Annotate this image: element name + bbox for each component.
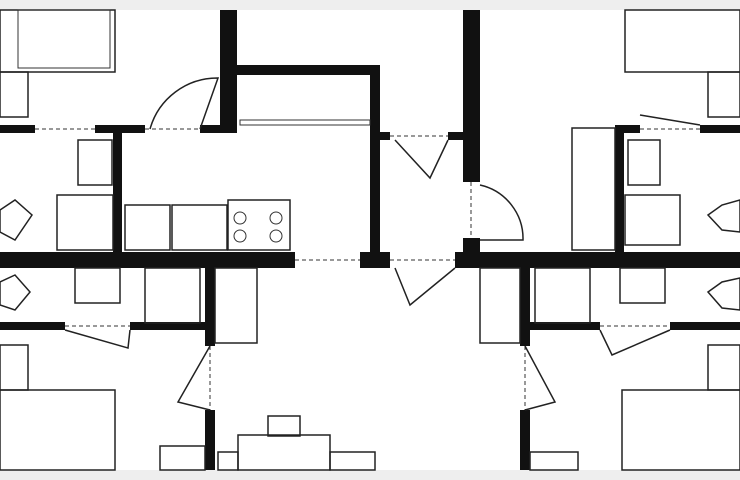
bed-bottom-right	[621, 389, 740, 471]
stove	[227, 199, 291, 251]
bed-top-right	[624, 9, 740, 73]
bed-top-left	[0, 9, 116, 73]
bed-bottom-left	[0, 389, 116, 471]
door-openings	[35, 128, 700, 410]
top-border	[0, 0, 740, 10]
sink	[77, 139, 113, 186]
table	[237, 434, 331, 471]
kitchen-sink	[124, 204, 171, 251]
tub	[56, 194, 114, 251]
door-swings	[64, 77, 701, 411]
counter	[171, 204, 228, 251]
walls	[0, 10, 740, 470]
bottom-border	[0, 470, 740, 480]
furniture	[0, 9, 740, 471]
toilet	[0, 199, 33, 241]
